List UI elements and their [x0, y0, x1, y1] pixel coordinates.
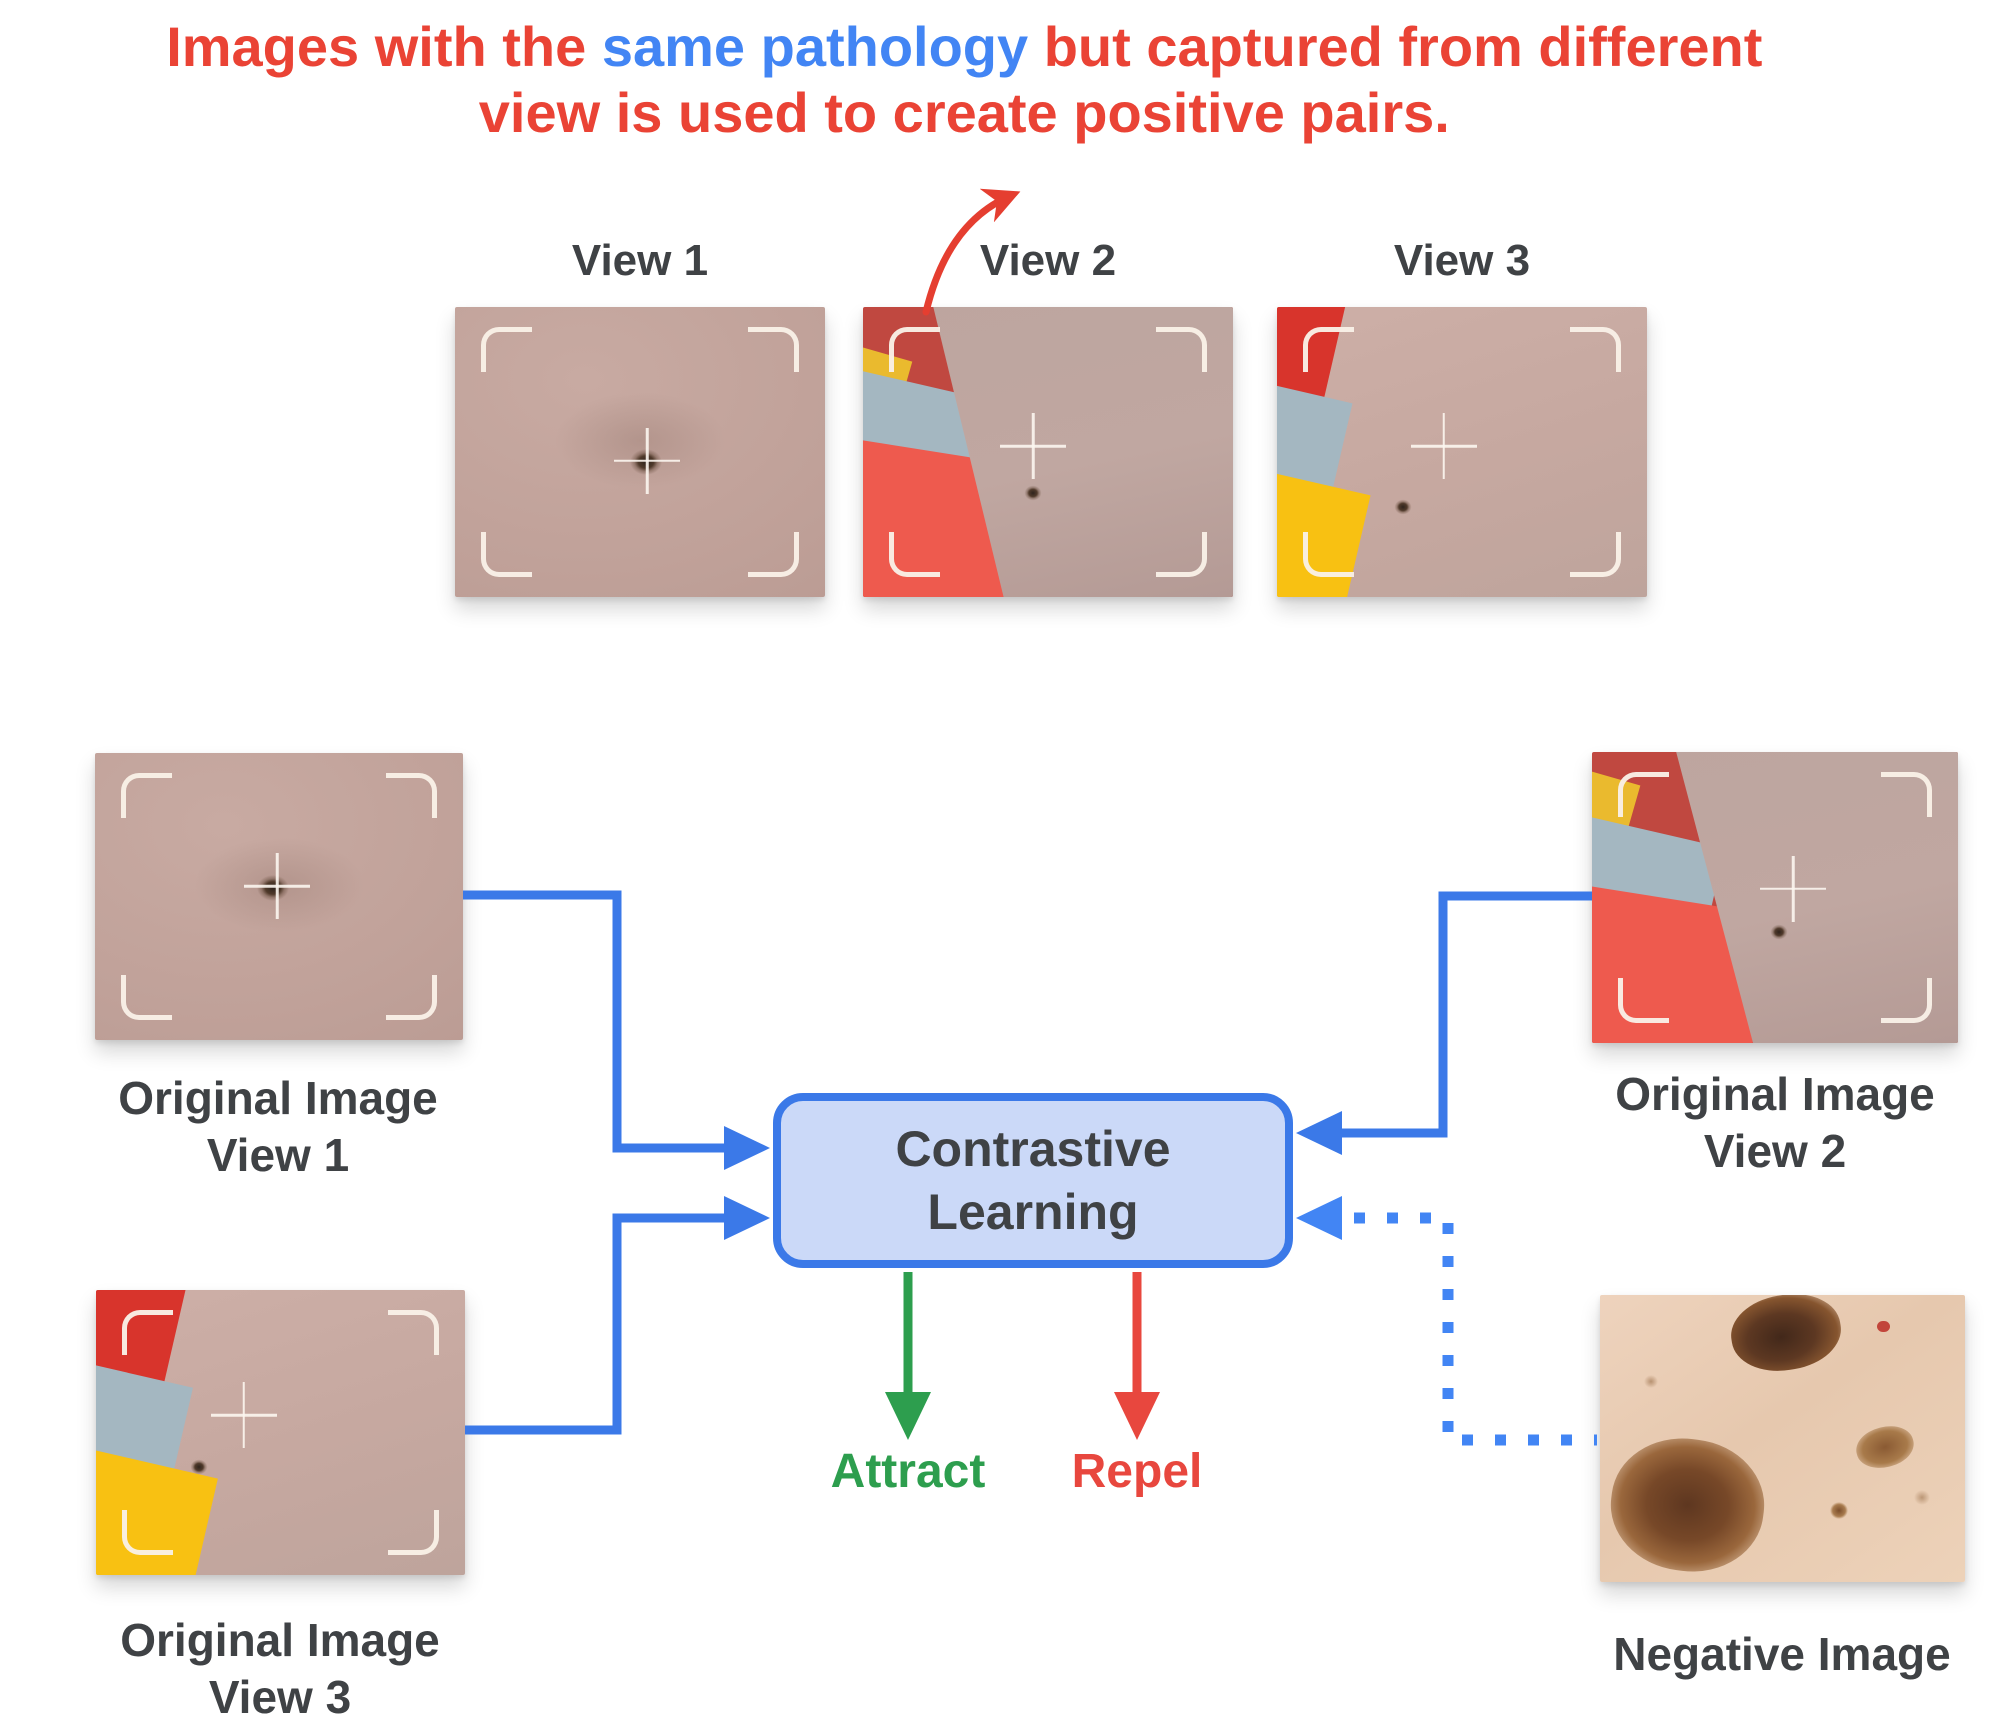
frame-corner-icon [1156, 532, 1207, 577]
frame-corner-icon [121, 975, 172, 1020]
crosshair-icon [1000, 413, 1066, 479]
frame-corner-icon [889, 327, 940, 372]
view1-image [455, 307, 825, 597]
frame-corner-icon [386, 773, 437, 818]
frame-corner-icon [1618, 978, 1669, 1023]
negative-image-caption: Negative Image [1613, 1628, 1951, 1680]
view3-image [1277, 307, 1647, 597]
caption-line-1: Original Image [120, 1614, 440, 1666]
original-view2-image [1592, 752, 1958, 1043]
contrastive-learning-box: Contrastive Learning [773, 1093, 1293, 1268]
box-line-2: Learning [927, 1183, 1139, 1240]
frame-corner-icon [1618, 772, 1669, 817]
crosshair-icon [614, 428, 680, 494]
title-line-2: view is used to create positive pairs. [478, 81, 1450, 144]
lesion-spot [1829, 1501, 1849, 1519]
original-view3-image [96, 1290, 465, 1575]
lesion-spot [1770, 924, 1788, 940]
negative-image [1600, 1295, 1965, 1582]
view2-image [863, 307, 1233, 597]
frame-corner-icon [121, 773, 172, 818]
caption-line-2: View 3 [208, 1671, 352, 1722]
title-line-1: Images with the same pathology but captu… [84, 14, 1844, 80]
frame-corner-icon [388, 1310, 439, 1355]
lesion-spot [1024, 485, 1042, 501]
title-post: but captured from different [1028, 15, 1763, 78]
repel-arrow [1114, 1272, 1160, 1440]
caption-line-2: View 2 [1703, 1125, 1847, 1177]
lesion-spot [1643, 1375, 1659, 1389]
caption-line-1: Original Image [1615, 1068, 1935, 1120]
frame-corner-icon [122, 1510, 173, 1555]
frame-corner-icon [388, 1510, 439, 1555]
frame-corner-icon [748, 532, 799, 577]
original-view3-caption: Original Image View 3 [30, 1612, 530, 1722]
frame-corner-icon [1881, 772, 1932, 817]
frame-corner-icon [1156, 327, 1207, 372]
crosshair-icon [1411, 413, 1477, 479]
lesion-spot [190, 1459, 208, 1475]
frame-corner-icon [1570, 532, 1621, 577]
lesion-spot [1726, 1295, 1847, 1378]
crosshair-icon [1760, 856, 1826, 922]
attract-arrow [885, 1272, 931, 1440]
frame-corner-icon [481, 532, 532, 577]
frame-corner-icon [1881, 978, 1932, 1023]
caption-line-2: View 1 [206, 1129, 350, 1181]
original-view1-caption: Original Image View 1 [28, 1070, 528, 1184]
lesion-spot [1394, 499, 1412, 515]
lesion-spot [1851, 1420, 1918, 1474]
view1-label: View 1 [571, 236, 709, 285]
view3-label: View 3 [1393, 236, 1531, 285]
frame-corner-icon [386, 975, 437, 1020]
frame-corner-icon [1303, 327, 1354, 372]
attract-label: Attract [830, 1445, 986, 1498]
arrow-view3-to-box [465, 1196, 770, 1435]
original-view2-caption: Original Image View 2 [1525, 1066, 1999, 1180]
caption-line-1: Original Image [118, 1072, 438, 1124]
frame-corner-icon [481, 327, 532, 372]
frame-corner-icon [1570, 327, 1621, 372]
frame-corner-icon [122, 1310, 173, 1355]
crosshair-icon [211, 1382, 277, 1448]
frame-corner-icon [748, 327, 799, 372]
frame-corner-icon [1303, 532, 1354, 577]
diagram-title: Images with the same pathology but captu… [84, 14, 1844, 146]
lesion-spot [1603, 1429, 1772, 1580]
arrow-negative-to-box [1296, 1196, 1597, 1446]
title-highlight: same pathology [601, 15, 1029, 78]
frame-corner-icon [889, 532, 940, 577]
title-pre: Images with the [166, 15, 602, 78]
crosshair-icon [244, 853, 310, 919]
lesion-spot [1913, 1490, 1931, 1505]
lesion-spot [1877, 1320, 1890, 1333]
original-view1-image [95, 753, 463, 1040]
box-line-1: Contrastive [895, 1120, 1171, 1177]
repel-label: Repel [1071, 1445, 1203, 1498]
